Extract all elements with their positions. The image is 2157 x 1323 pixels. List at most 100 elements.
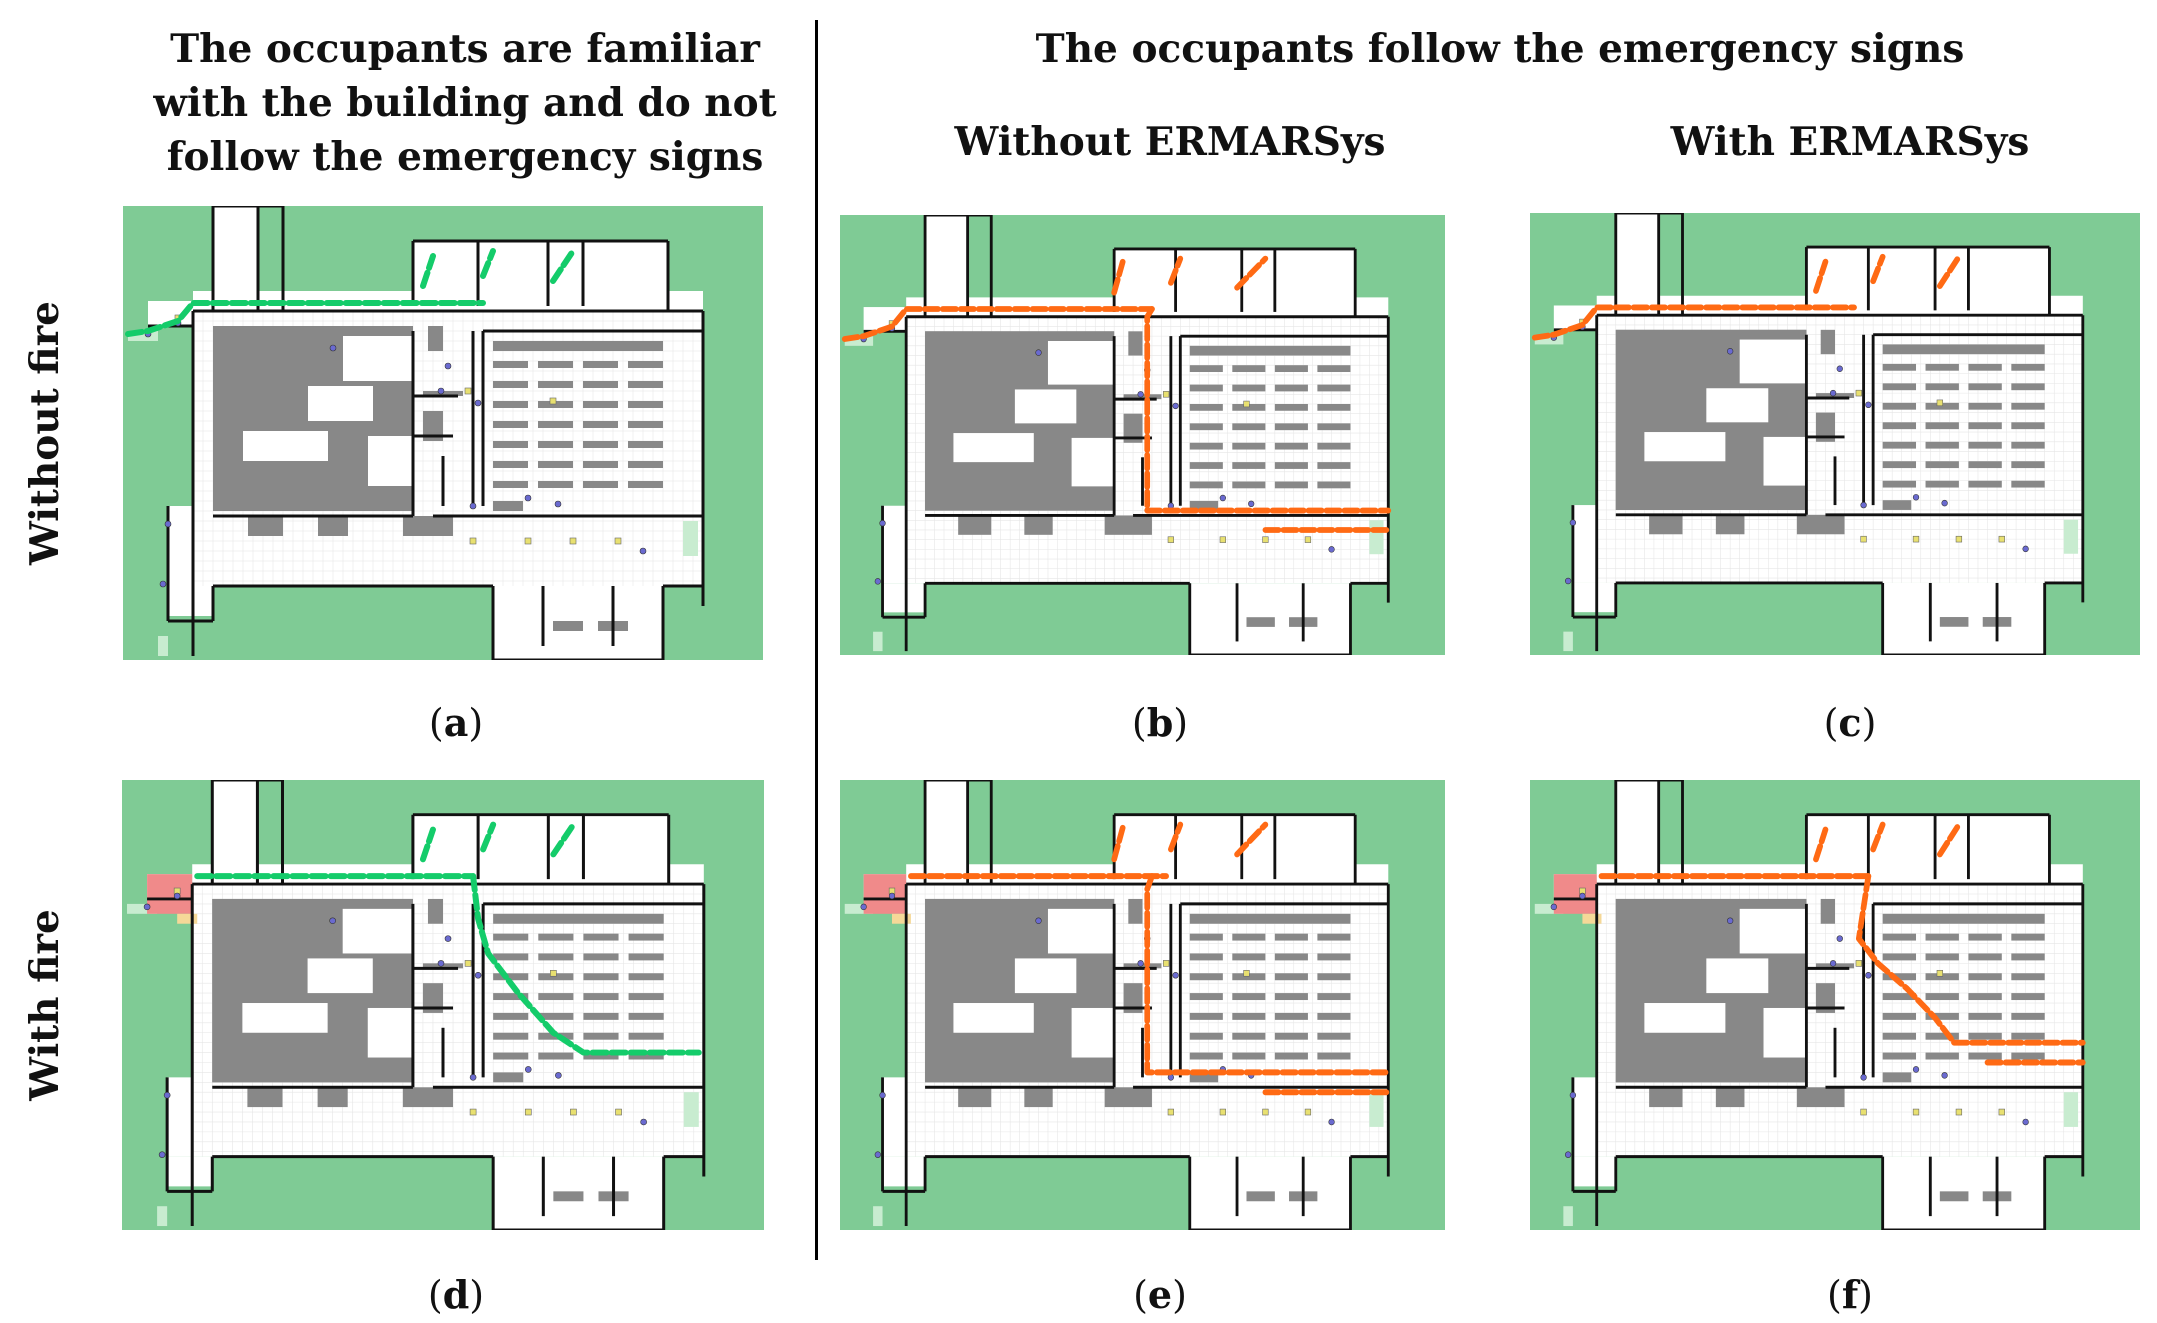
occupant-marker (437, 960, 445, 967)
shelf (538, 461, 573, 468)
shelf (628, 1012, 664, 1020)
shelf (1232, 384, 1266, 392)
furniture-block (1939, 1191, 1969, 1202)
shelf (1968, 441, 2002, 449)
shelf (583, 481, 618, 488)
occupant-marker (173, 892, 181, 900)
shelf (538, 481, 573, 488)
evacuation-trail (1813, 258, 1829, 294)
furniture-block (403, 516, 453, 536)
evacuation-trail (1234, 821, 1269, 858)
exit-zone (1369, 520, 1384, 555)
exit-zone (844, 336, 874, 346)
occupant-marker (1219, 494, 1226, 502)
furniture-block (1649, 1087, 1683, 1108)
shelf (2011, 480, 2045, 488)
shelf (1189, 365, 1223, 373)
open-space (1763, 436, 1807, 486)
shelf (493, 1052, 529, 1060)
furniture-block (1128, 898, 1143, 924)
exit-zone (1534, 334, 1564, 345)
shelf (493, 401, 528, 408)
shelf (1925, 1052, 1959, 1060)
evacuation-trail (480, 248, 496, 279)
shelf (538, 1052, 574, 1060)
evacuation-trail (1531, 304, 1857, 341)
occupant-marker (2022, 545, 2029, 553)
emergency-sign (1219, 536, 1226, 543)
shelf (1317, 384, 1351, 392)
shelf (1232, 933, 1266, 941)
evacuation-trail (550, 248, 576, 284)
occupant-marker (474, 971, 482, 979)
open-space (1644, 1003, 1726, 1033)
evacuation-trail (1234, 255, 1269, 291)
library-counter (493, 913, 664, 924)
occupant-marker (1569, 519, 1577, 526)
floor-area (168, 586, 213, 616)
furniture-block (1123, 413, 1143, 443)
occupant-marker (1564, 1151, 1572, 1158)
occupant-marker (639, 547, 647, 555)
shelf (1925, 461, 1959, 469)
library-counter (493, 341, 663, 351)
row-label-with-fire: With fire (22, 909, 68, 1101)
column-divider (815, 20, 818, 1260)
furniture-block (427, 898, 443, 924)
shelf (1882, 461, 1917, 469)
header-left: The occupants are familiar with the buil… (153, 26, 777, 180)
emergency-sign (1860, 1108, 1867, 1116)
open-space (368, 436, 413, 486)
shelf (1274, 384, 1308, 392)
open-space (343, 336, 413, 381)
shelf (1925, 1032, 1959, 1040)
shelf (493, 441, 528, 448)
shelf (1968, 993, 2002, 1001)
shelf (493, 973, 529, 981)
furniture-block (1104, 515, 1152, 535)
open-space (1706, 388, 1769, 423)
evacuation-trail (1936, 253, 1962, 289)
caption-b: (b) (1131, 700, 1189, 745)
furniture-block (1246, 617, 1275, 627)
shelf (538, 953, 574, 961)
emergency-sign (549, 397, 557, 405)
fire-zone (1553, 874, 1597, 914)
shelf (1274, 1032, 1308, 1040)
emergency-sign (614, 537, 622, 545)
evacuation-trail (470, 873, 702, 1056)
emergency-sign (1912, 535, 1920, 543)
shelf (1925, 363, 1959, 371)
shelf (2011, 441, 2045, 449)
shelf (1968, 422, 2002, 430)
occupant-marker (1836, 365, 1843, 372)
emergency-sign (1998, 1108, 2005, 1116)
exit-zone (158, 636, 168, 656)
shelf (1925, 480, 1959, 488)
exit-zone (2063, 1092, 2079, 1127)
furniture-block (1815, 983, 1835, 1013)
shelf (1882, 1052, 1917, 1060)
open-space (1047, 908, 1115, 954)
emergency-sign (1243, 970, 1250, 977)
occupant-marker (1035, 349, 1042, 356)
shelf (1968, 480, 2002, 488)
shelf (1189, 442, 1223, 450)
emergency-sign (1167, 1108, 1174, 1116)
open-space (1014, 958, 1077, 994)
subheader-without-ermarsys: Without ERMARSys (954, 119, 1386, 165)
open-space (1739, 908, 1807, 954)
occupant-marker (1569, 1091, 1577, 1099)
row-label-without-fire: Without fire (22, 301, 68, 565)
shelf (1274, 933, 1308, 941)
shelf (628, 361, 663, 368)
emergency-sign (1955, 535, 1963, 543)
library-counter (1189, 913, 1351, 924)
occupant-marker (1860, 501, 1867, 509)
shelf (1232, 993, 1266, 1001)
shelf (1232, 365, 1266, 373)
shelf (1968, 1012, 2002, 1020)
shelf (2011, 1012, 2045, 1020)
floor-area (167, 1156, 213, 1187)
furniture-block (493, 1072, 524, 1083)
